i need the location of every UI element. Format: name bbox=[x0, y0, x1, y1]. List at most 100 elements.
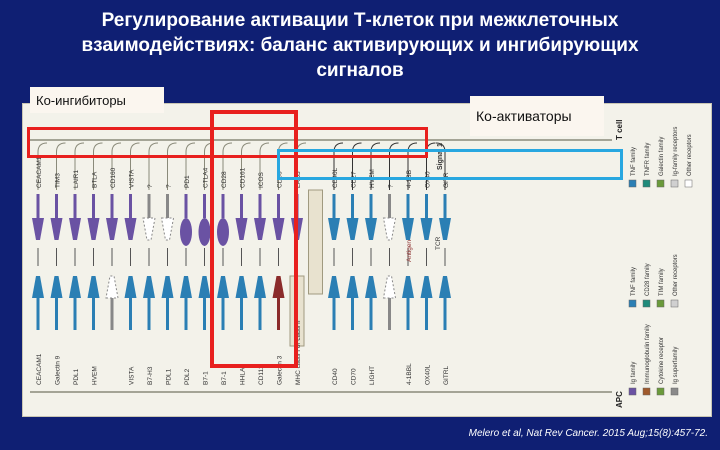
tcell-label: T cell bbox=[615, 120, 624, 140]
ligand-label: 4-1BBL bbox=[406, 363, 413, 385]
ligand-label: VISTA bbox=[129, 366, 136, 385]
receptor-label: CD160 bbox=[110, 167, 117, 188]
signal-arc bbox=[74, 142, 85, 190]
ligand-head bbox=[235, 276, 248, 298]
legend-swatch bbox=[670, 387, 679, 396]
legend-swatch bbox=[656, 179, 665, 188]
title-line-1: Регулирование активации Т-клеток при меж… bbox=[101, 10, 619, 31]
signal-arc bbox=[222, 142, 233, 190]
ligand-head bbox=[69, 276, 81, 298]
legend-swatch bbox=[628, 387, 637, 396]
top-legend-label: Other receptors bbox=[687, 134, 693, 176]
receptor-label: VISTA bbox=[129, 169, 136, 188]
ligand-label: LIGHT bbox=[369, 366, 376, 385]
ligand-head bbox=[272, 276, 285, 298]
ligand-head bbox=[328, 276, 340, 298]
bottom-legend-label: TIM family bbox=[659, 268, 665, 296]
receptor-head bbox=[402, 218, 414, 240]
top-legend-label: TNF family bbox=[631, 147, 637, 176]
ligand-head bbox=[161, 276, 174, 298]
ligand-label: HVEM bbox=[92, 366, 99, 385]
top-legend-label: TNFR family bbox=[645, 143, 651, 176]
legend-swatch bbox=[656, 387, 665, 396]
receptor-head bbox=[50, 218, 63, 240]
receptor-head bbox=[420, 218, 433, 240]
signal-arc bbox=[148, 142, 159, 190]
receptor-head bbox=[439, 218, 451, 240]
ligand-head bbox=[50, 276, 63, 298]
legend-swatch bbox=[628, 299, 637, 308]
ligand-head bbox=[198, 276, 211, 298]
pd1-ctla4-highlight-box bbox=[210, 110, 298, 368]
left-legend-label: Immunoglobulin family bbox=[645, 324, 651, 384]
signal-arc bbox=[56, 142, 66, 190]
receptor-head bbox=[124, 218, 137, 240]
legend-swatch bbox=[684, 179, 693, 188]
receptor-label: ICOS bbox=[258, 171, 265, 188]
ligand-head bbox=[143, 276, 155, 298]
ligand-head bbox=[365, 276, 377, 298]
receptor-head bbox=[198, 218, 211, 246]
receptor-head bbox=[69, 218, 81, 240]
legend-swatch bbox=[642, 179, 651, 188]
ligand-head bbox=[254, 276, 266, 298]
coactivators-label: Ко-активаторы bbox=[470, 96, 604, 136]
receptor-label: ? bbox=[147, 184, 154, 188]
ligand-label: Galectin 3 bbox=[277, 355, 284, 385]
receptor-label: ? bbox=[166, 184, 173, 188]
title-line-2: взаимодействиях: баланс активирующих и и… bbox=[81, 35, 639, 56]
title-line-3: сигналов bbox=[316, 60, 404, 81]
legend-swatch bbox=[670, 179, 679, 188]
antigen-label: Antigen bbox=[406, 240, 413, 262]
receptor-label: BTLA bbox=[92, 171, 99, 188]
signal-arc bbox=[185, 142, 196, 190]
receptor-head bbox=[142, 217, 156, 241]
top-legend-label: Galectin family bbox=[659, 137, 665, 176]
legend-swatch bbox=[642, 387, 651, 396]
signal-arc bbox=[37, 142, 48, 190]
receptor-head bbox=[365, 218, 377, 240]
ligand-head bbox=[87, 276, 100, 298]
receptor-label: CD161 bbox=[240, 167, 247, 188]
legend-swatch bbox=[670, 299, 679, 308]
ligand-head bbox=[124, 276, 137, 298]
ligand-label: MHC class I or class II bbox=[295, 320, 302, 385]
ligand-head bbox=[217, 276, 229, 298]
signal-arc bbox=[241, 142, 251, 190]
signal-arc bbox=[130, 142, 140, 190]
receptor-head bbox=[32, 218, 44, 240]
ligand-head bbox=[439, 276, 451, 298]
coactivator-highlight-box bbox=[277, 149, 623, 180]
receptor-label: LAIR1 bbox=[73, 170, 80, 188]
signal-arc bbox=[259, 142, 270, 190]
ligand-label: B7-1 bbox=[203, 371, 210, 385]
receptor-label: CEACAM1 bbox=[36, 156, 43, 188]
ligand-label: GITRL bbox=[443, 365, 450, 385]
bottom-legend-label: Other receptors bbox=[673, 254, 679, 296]
receptor-head bbox=[106, 218, 118, 240]
slide-title: Регулирование активации Т-клеток при меж… bbox=[40, 8, 680, 83]
bottom-legend-label: CD28 family bbox=[645, 263, 651, 296]
ligand-head bbox=[105, 275, 119, 299]
ligand-head bbox=[32, 276, 44, 298]
ligand-label: PDL1 bbox=[73, 368, 80, 385]
receptor-label: ? bbox=[388, 184, 395, 188]
receptor-head bbox=[160, 217, 175, 241]
receptor-head bbox=[272, 218, 285, 240]
ligand-head bbox=[420, 276, 433, 298]
receptor-label: CD28 bbox=[221, 171, 228, 188]
receptor-head bbox=[346, 218, 359, 240]
legend-swatch bbox=[642, 299, 651, 308]
receptor-head bbox=[217, 218, 229, 246]
receptor-head bbox=[328, 218, 340, 240]
receptor-head bbox=[382, 217, 397, 241]
coinhibitors-label: Ко-ингибиторы bbox=[30, 87, 164, 113]
signal-label: Signal 1 bbox=[437, 143, 444, 170]
coinhibitor-highlight-box bbox=[27, 127, 428, 158]
ligand-label: HHLA2 bbox=[240, 364, 247, 385]
receptor-head bbox=[180, 218, 192, 246]
signal-arc bbox=[93, 142, 103, 190]
ligand-head bbox=[382, 275, 397, 299]
apc-label: APC bbox=[615, 391, 624, 408]
